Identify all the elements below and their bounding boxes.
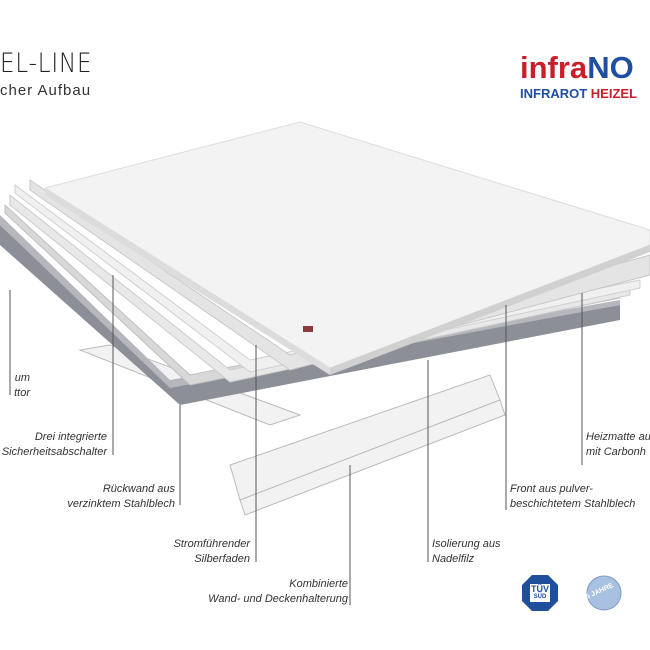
tuv-sub-text: SÜD — [533, 594, 547, 600]
heating-mat — [29, 179, 650, 371]
product-title: EL-LINE — [0, 48, 93, 79]
tuv-text: TÜV — [531, 584, 549, 594]
brand-logo: infraNO — [520, 50, 634, 85]
insulation-layer — [9, 193, 631, 383]
product-subtitle: cher Aufbau — [0, 82, 92, 99]
status-led-icon — [303, 326, 313, 332]
warranty-badge-icon — [586, 575, 622, 611]
back-panel — [0, 225, 620, 405]
label-front-panel: Front aus pulver-beschichtetem Stahlblec… — [510, 483, 636, 510]
tuv-badge-inner — [530, 584, 550, 602]
silver-thread-layer — [4, 203, 621, 386]
brand-tagline: INFRAROT HEIZEL — [520, 86, 638, 101]
